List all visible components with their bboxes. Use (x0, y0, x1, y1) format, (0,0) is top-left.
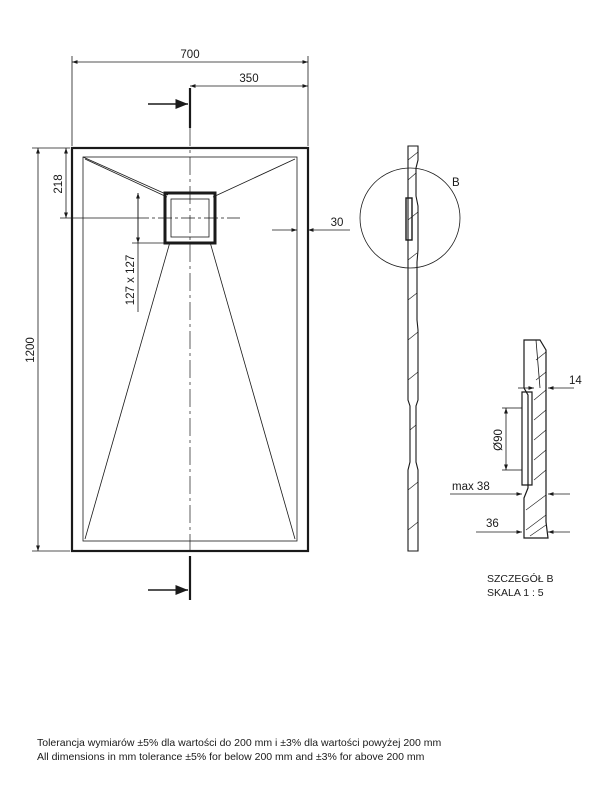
dim-label-36: 36 (486, 518, 499, 530)
dim-detail-14: 14 (518, 375, 582, 394)
dim-label-max38: max 38 (452, 481, 490, 493)
slope-lines (82, 156, 296, 540)
tolerance-note-pl: Tolerancja wymiarów ±5% dla wartości do … (37, 737, 442, 749)
dim-label-o90: Ø90 (493, 429, 505, 451)
detail-view: 14 Ø90 max 38 36 SZCZEGÓŁ B SKALA 1 : 5 (450, 339, 582, 599)
detail-drain (521, 391, 533, 486)
tolerance-notes: Tolerancja wymiarów ±5% dla wartości do … (37, 736, 597, 764)
dim-label-700: 700 (180, 49, 199, 61)
section-profile (407, 145, 419, 552)
dim-detail-36: 36 (476, 518, 570, 534)
dim-label-127x127: 127 x 127 (125, 255, 137, 306)
dim-total-width: 700 (71, 49, 309, 146)
dim-half-width: 350 (190, 73, 308, 88)
tolerance-note-en: All dimensions in mm tolerance ±5% for b… (37, 751, 425, 763)
section-marker-bottom (148, 556, 192, 600)
detail-circle (359, 167, 461, 269)
dim-detail-o90: Ø90 (493, 407, 516, 471)
plan-view: 700 350 1200 218 127 x 127 (25, 49, 350, 600)
detail-title: SZCZEGÓŁ B (487, 572, 554, 585)
dim-drain-offset: 218 (53, 148, 135, 219)
dim-rim-width: 30 (272, 217, 350, 232)
section-hatch (407, 151, 419, 531)
dim-label-218: 218 (53, 174, 65, 193)
detail-callout-letter: B (452, 177, 460, 189)
dim-label-14: 14 (569, 375, 582, 387)
section-drain (405, 197, 413, 241)
section-marker-top (148, 88, 192, 128)
detail-profile (523, 339, 549, 539)
dim-label-350: 350 (239, 73, 258, 85)
dim-total-length: 1200 (25, 147, 70, 552)
section-view: B (359, 145, 461, 552)
dim-label-30: 30 (331, 217, 344, 229)
dim-detail-max38: max 38 (450, 481, 570, 496)
dim-drain-size: 127 x 127 (125, 193, 165, 312)
detail-hatch (525, 351, 547, 537)
detail-scale: SKALA 1 : 5 (487, 587, 544, 599)
dim-label-1200: 1200 (25, 337, 37, 363)
